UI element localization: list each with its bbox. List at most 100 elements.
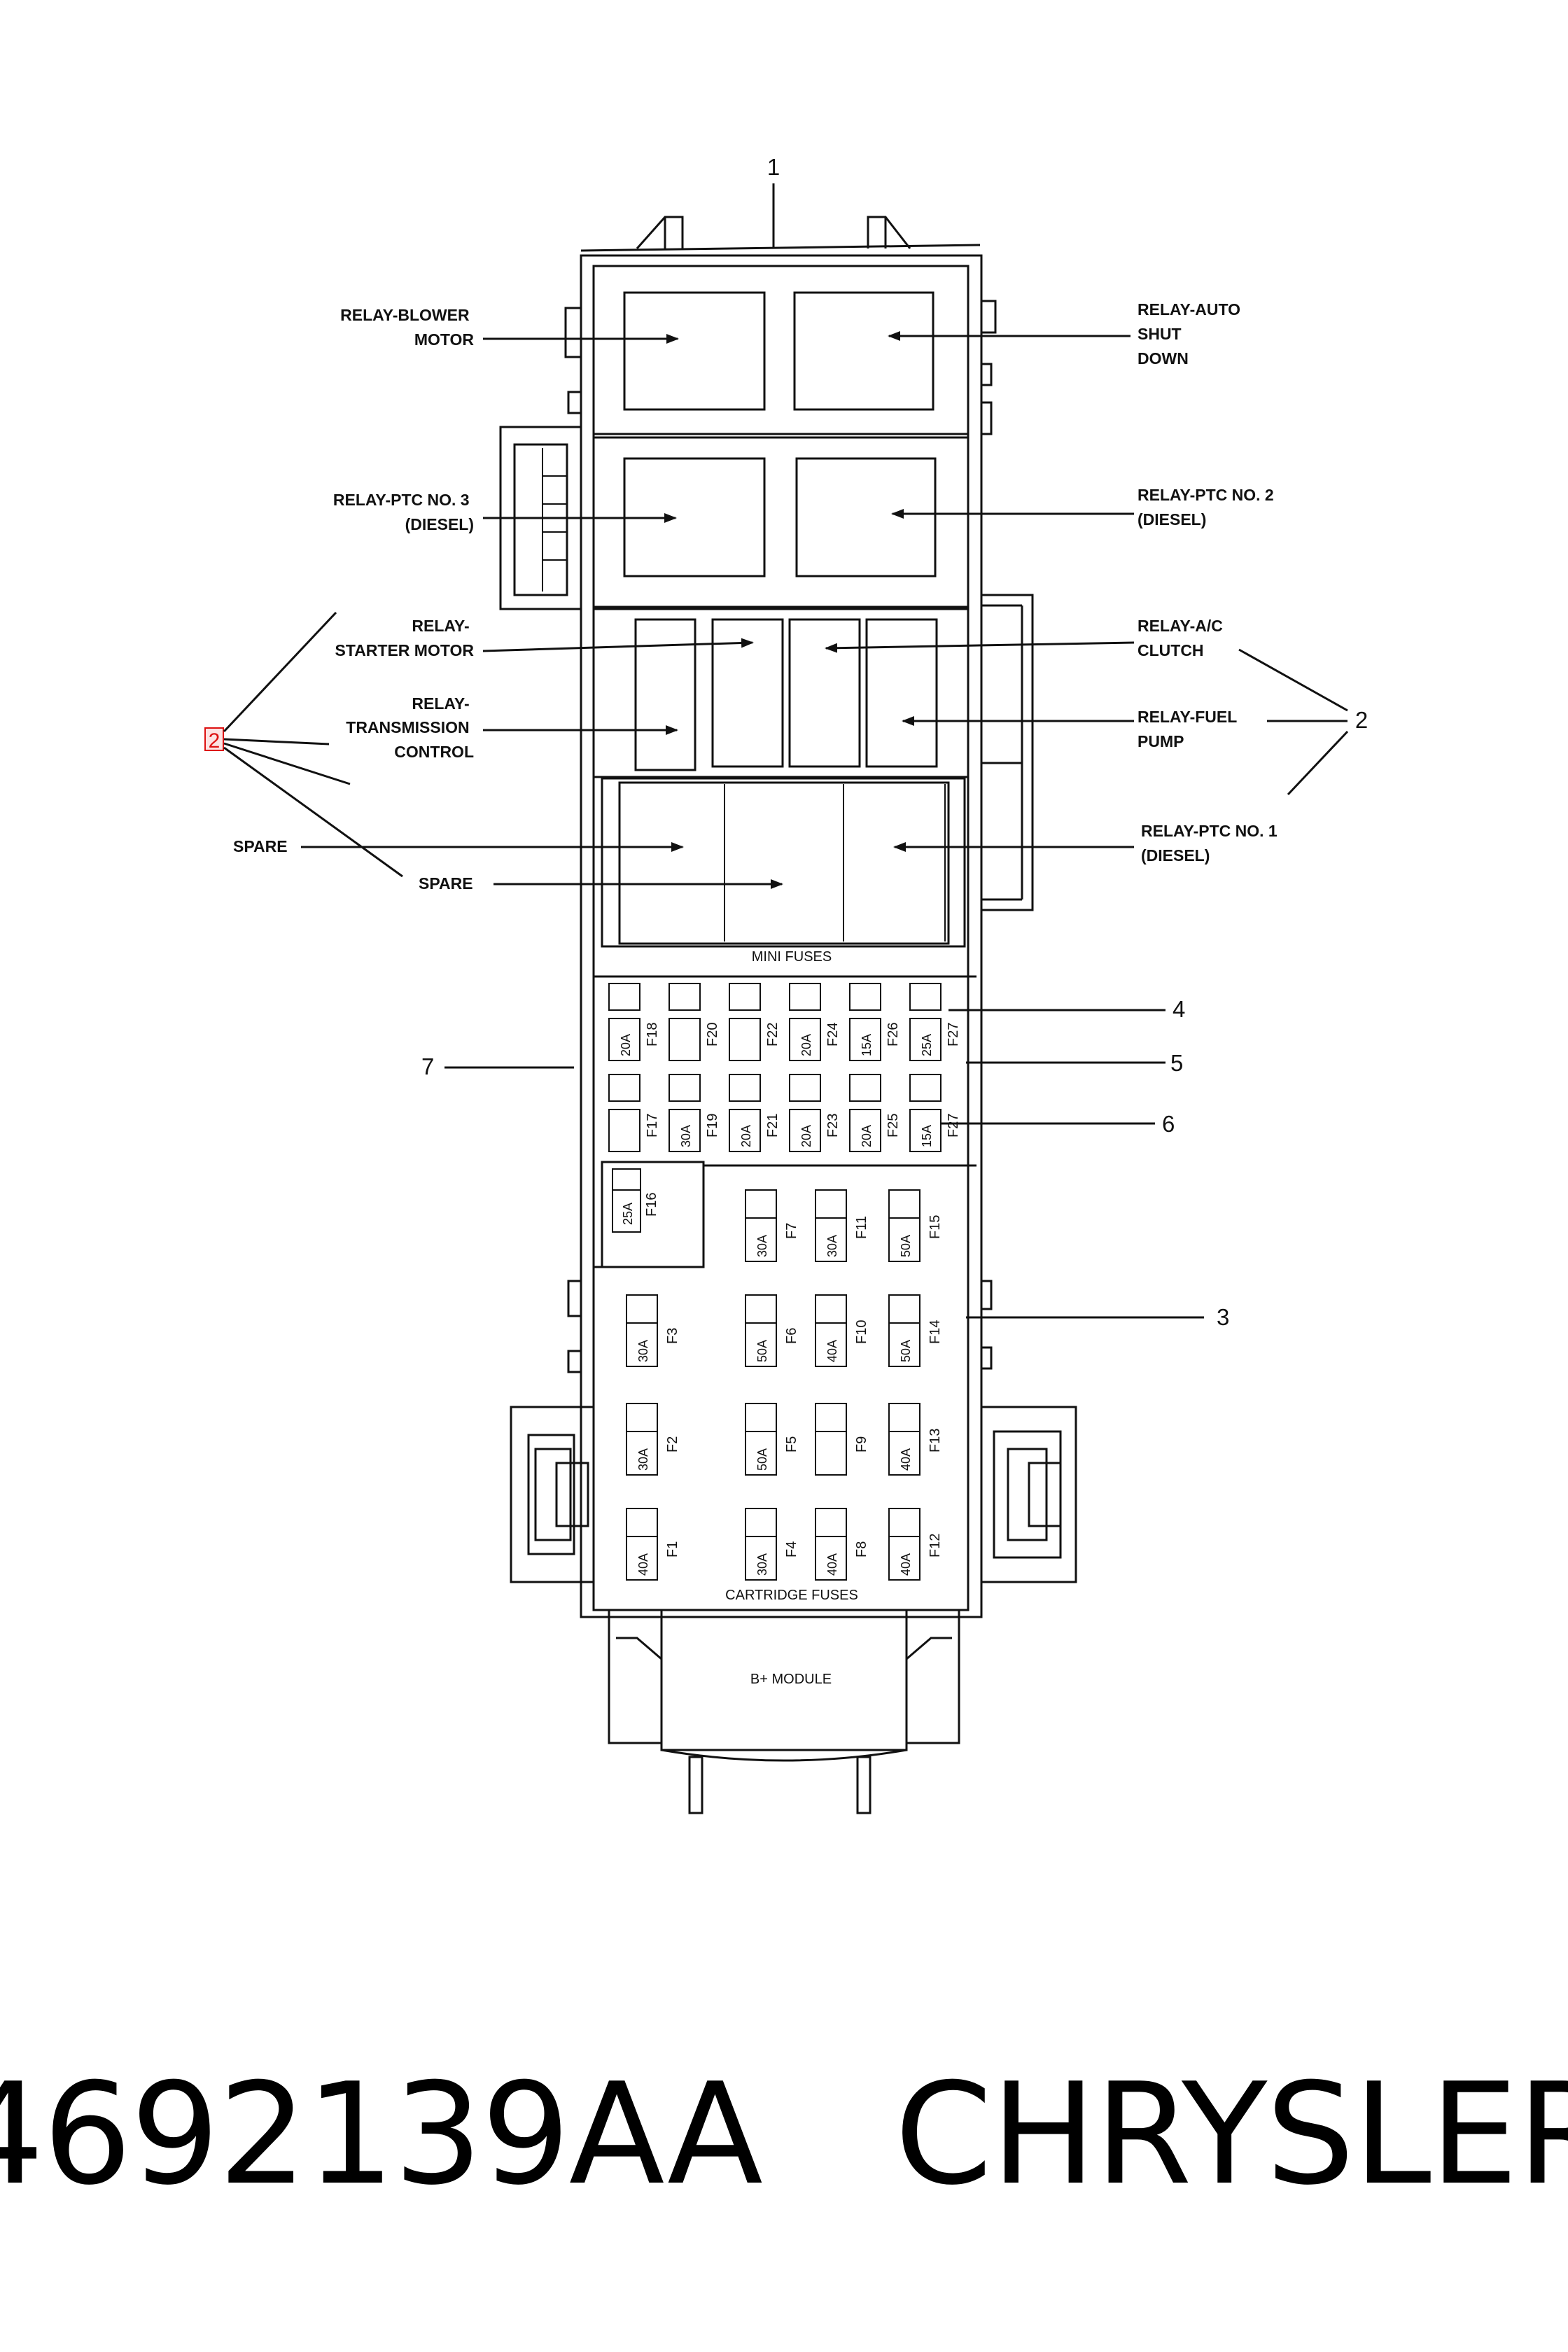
- fuse-f16-id: F16: [644, 1193, 659, 1217]
- svg-text:3: 3: [1217, 1304, 1229, 1330]
- fuse-f23-id: F23: [825, 1114, 841, 1138]
- relay-transmission-control-label: RELAY- TRANSMISSION CONTROL: [346, 694, 474, 761]
- fuse-f7: 30A F7: [745, 1189, 799, 1262]
- fuse-f24-amp: 20A: [799, 1034, 813, 1056]
- fuse-f20-id: F20: [705, 1023, 720, 1046]
- callout-6: 6: [941, 1111, 1175, 1137]
- fuse-f26-amp: 15A: [860, 1034, 874, 1056]
- part-footer: 4692139AA CHRYSLER: [0, 2065, 1568, 2205]
- fuse-f20: F20: [668, 983, 720, 1061]
- fuse-f6-amp: 50A: [755, 1340, 769, 1362]
- fuse-f11: 30A F11: [815, 1189, 869, 1262]
- fuse-f17-id: F17: [645, 1114, 660, 1138]
- fuse-f14: 50A F14: [888, 1294, 943, 1367]
- relay-auto-shut-down-label: RELAY-AUTO SHUT DOWN: [1138, 300, 1245, 368]
- fuse-f9-id: F9: [854, 1436, 869, 1452]
- fuse-f21-amp: 20A: [739, 1125, 753, 1147]
- fuse-f25: 20A F25: [849, 1074, 901, 1152]
- fuse-f4-amp: 30A: [755, 1553, 769, 1576]
- cartridge-fuses-label: CARTRIDGE FUSES: [725, 1588, 858, 1603]
- relay-ptc2-label: RELAY-PTC NO. 2 (DIESEL): [1138, 486, 1278, 528]
- relay-starter-motor-label: RELAY- STARTER MOTOR: [335, 617, 475, 659]
- fuse-f13-amp: 40A: [899, 1448, 913, 1471]
- fuse-f1-amp: 40A: [636, 1553, 650, 1576]
- relay-blower-motor-label: RELAY-BLOWER MOTOR: [340, 306, 474, 349]
- b-plus-module-label: B+ MODULE: [750, 1672, 832, 1687]
- relay-section-1: [483, 265, 1130, 435]
- fuse-f26: 15A F26: [849, 983, 901, 1061]
- fuse-f27-id: F27: [946, 1114, 961, 1138]
- fuse-f12: 40A F12: [888, 1508, 943, 1581]
- fuse-f4-id: F4: [784, 1541, 799, 1558]
- fuse-f21-id: F21: [765, 1114, 780, 1138]
- spare-left-label: SPARE: [233, 837, 288, 855]
- callout-5: 5: [966, 1050, 1183, 1076]
- relay-section-3: [482, 608, 1135, 778]
- fuse-f26-id: F26: [886, 1023, 901, 1046]
- svg-text:1: 1: [767, 154, 780, 180]
- callout-3: 3: [966, 1304, 1229, 1330]
- callout-4: 4: [948, 996, 1185, 1022]
- brand-name: CHRYSLER: [894, 2053, 1568, 2216]
- fuse-f14-amp: 50A: [899, 1340, 913, 1362]
- fuse-f7-id: F7: [784, 1223, 799, 1239]
- callout-2-left: 2: [204, 611, 403, 878]
- mini-fuses-label: MINI FUSES: [752, 949, 832, 965]
- fuse-f11-id: F11: [854, 1216, 869, 1239]
- fuse-f19: 30A F19: [668, 1074, 720, 1152]
- relay-ptc1-label: RELAY-PTC NO. 1 (DIESEL): [1141, 822, 1282, 864]
- fuse-f24-id: F24: [825, 1023, 841, 1046]
- fuse-f13: 40A F13: [888, 1403, 943, 1476]
- fuse-f25-amp: 20A: [860, 1125, 874, 1147]
- fuse-f27: 15A F27: [909, 1074, 961, 1152]
- fuse-f22: F22: [729, 983, 780, 1061]
- fuse-f27-id: F27: [946, 1023, 961, 1046]
- fuse-f27-amp: 15A: [920, 1125, 934, 1147]
- fuse-f14-id: F14: [927, 1320, 943, 1344]
- svg-text:7: 7: [421, 1054, 434, 1079]
- relay-section-2: [483, 436, 1134, 608]
- fuse-f11-amp: 30A: [825, 1235, 839, 1257]
- fuse-f12-amp: 40A: [899, 1553, 913, 1576]
- fuse-f19-id: F19: [705, 1114, 720, 1138]
- fuse-f1-id: F1: [665, 1541, 680, 1558]
- fuse-f3-id: F3: [665, 1328, 680, 1344]
- fuse-f4: 30A F4: [745, 1508, 799, 1581]
- relay-fuel-pump-label: RELAY-FUEL PUMP: [1138, 708, 1241, 750]
- fuse-f5-id: F5: [784, 1436, 799, 1452]
- fuse-f7-amp: 30A: [755, 1235, 769, 1257]
- callout-2-right: 2: [1238, 648, 1368, 796]
- svg-text:2: 2: [1355, 707, 1368, 733]
- fuse-f12-id: F12: [927, 1534, 943, 1558]
- fuse-f27: 25A F27: [909, 983, 961, 1061]
- fuse-f27-amp: 25A: [920, 1034, 934, 1056]
- fuse-f6-id: F6: [784, 1328, 799, 1344]
- fuse-f25-id: F25: [886, 1114, 901, 1138]
- fuse-f8-id: F8: [854, 1541, 869, 1558]
- fuse-f3-amp: 30A: [636, 1340, 650, 1362]
- fuse-f9: F9: [815, 1403, 869, 1476]
- fuse-f2-id: F2: [665, 1436, 680, 1452]
- fuse-f2-amp: 30A: [636, 1448, 650, 1471]
- fuse-f13-id: F13: [927, 1429, 943, 1452]
- relay-ac-clutch-label: RELAY-A/C CLUTCH: [1138, 617, 1227, 659]
- fuse-box-housing: [499, 216, 1077, 1814]
- fuse-f15-amp: 50A: [899, 1235, 913, 1257]
- fuse-f3: 30A F3: [626, 1294, 680, 1367]
- fuse-f18-id: F18: [645, 1023, 660, 1046]
- callout-1: 1: [767, 154, 780, 248]
- fuse-f17: F17: [608, 1074, 660, 1152]
- relay-section-4: MINI FUSES: [301, 777, 1134, 965]
- svg-text:4: 4: [1172, 996, 1185, 1022]
- fuse-f19-amp: 30A: [679, 1125, 693, 1147]
- part-number: 4692139AA: [0, 2053, 763, 2216]
- fuse-f10-amp: 40A: [825, 1340, 839, 1362]
- mini-fuses-area: 20A F18 F20 F22 20A F24 15A F26 25A F27 F17 30A F19…: [594, 975, 976, 1268]
- fuse-f16: 25A F16: [612, 1168, 659, 1233]
- fuse-f18-amp: 20A: [619, 1034, 633, 1056]
